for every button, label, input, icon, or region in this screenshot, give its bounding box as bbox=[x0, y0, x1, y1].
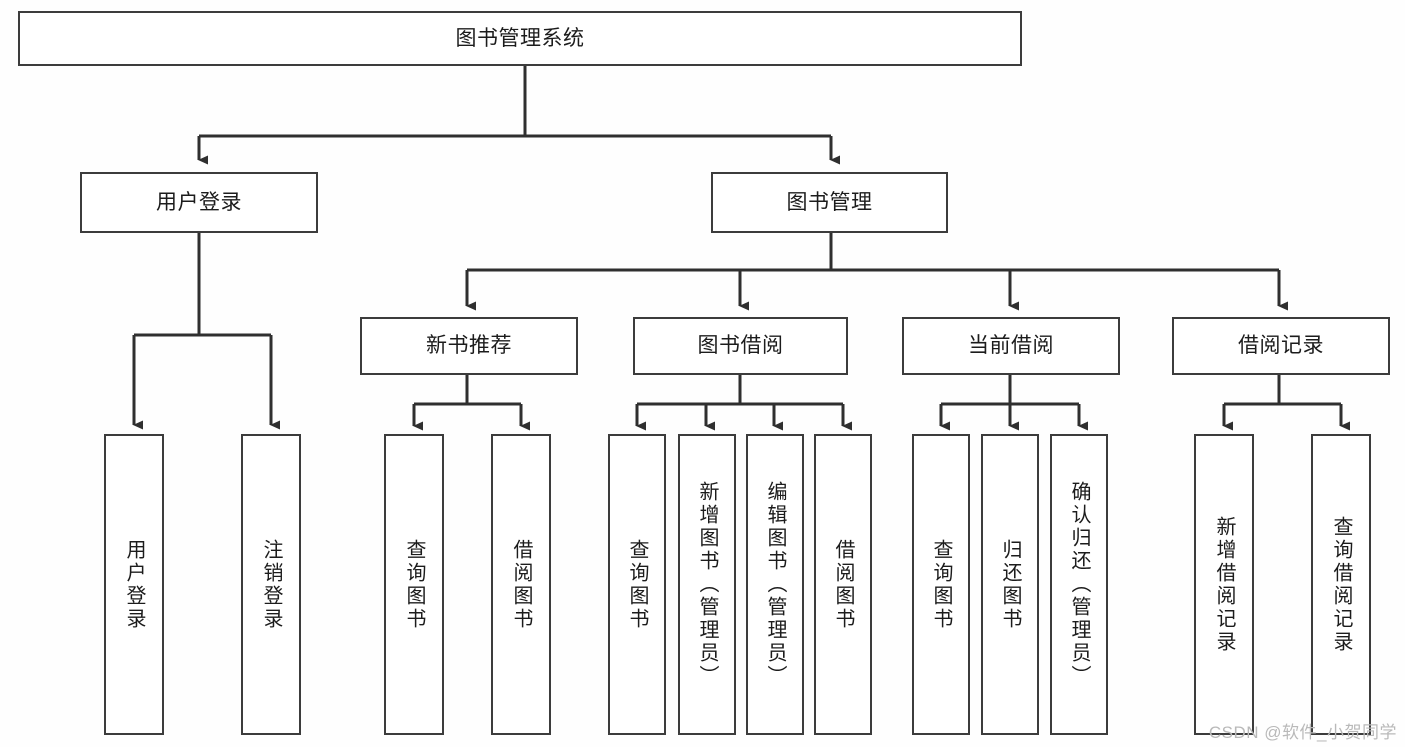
node-new-book-recommendation-label: 新书推荐 bbox=[426, 334, 512, 358]
node-leaf-edit-book-admin-label: 编辑图书（管理员） bbox=[764, 481, 786, 688]
node-root-label: 图书管理系统 bbox=[455, 26, 585, 50]
node-root-book-management-system[interactable]: 图书管理系统 bbox=[18, 11, 1022, 66]
node-leaf-user-login[interactable]: 用户登录 bbox=[104, 434, 164, 735]
node-leaf-add-borrow-record[interactable]: 新增借阅记录 bbox=[1194, 434, 1254, 735]
node-user-login-label: 用户登录 bbox=[156, 190, 242, 214]
node-leaf-borrow-books-borrow-label: 借阅图书 bbox=[832, 538, 854, 631]
node-leaf-logout-label: 注销登录 bbox=[260, 538, 282, 631]
node-leaf-borrow-books-newbook[interactable]: 借阅图书 bbox=[491, 434, 551, 735]
node-leaf-query-books-borrow-label: 查询图书 bbox=[626, 538, 648, 631]
node-borrowing-records[interactable]: 借阅记录 bbox=[1172, 317, 1390, 375]
node-leaf-add-borrow-record-label: 新增借阅记录 bbox=[1213, 515, 1235, 654]
node-leaf-query-books-newbook-label: 查询图书 bbox=[403, 538, 425, 631]
node-book-management-label: 图书管理 bbox=[786, 190, 873, 214]
node-leaf-add-book-admin-label: 新增图书（管理员） bbox=[696, 481, 718, 688]
node-leaf-add-book-admin[interactable]: 新增图书（管理员） bbox=[678, 434, 736, 735]
node-book-borrowing-label: 图书借阅 bbox=[697, 334, 784, 358]
node-leaf-return-books-label: 归还图书 bbox=[999, 538, 1021, 631]
node-book-borrowing[interactable]: 图书借阅 bbox=[633, 317, 848, 375]
node-leaf-query-books-newbook[interactable]: 查询图书 bbox=[384, 434, 444, 735]
node-leaf-query-books-borrow[interactable]: 查询图书 bbox=[608, 434, 666, 735]
watermark-text: CSDN @软件_小贺同学 bbox=[1208, 723, 1397, 742]
node-leaf-confirm-return-admin[interactable]: 确认归还（管理员） bbox=[1050, 434, 1108, 735]
node-leaf-query-books-current[interactable]: 查询图书 bbox=[912, 434, 970, 735]
node-leaf-logout[interactable]: 注销登录 bbox=[241, 434, 301, 735]
node-new-book-recommendation[interactable]: 新书推荐 bbox=[360, 317, 578, 375]
node-leaf-query-borrow-record[interactable]: 查询借阅记录 bbox=[1311, 434, 1371, 735]
node-leaf-borrow-books-newbook-label: 借阅图书 bbox=[510, 538, 532, 631]
node-leaf-edit-book-admin[interactable]: 编辑图书（管理员） bbox=[746, 434, 804, 735]
node-leaf-confirm-return-admin-label: 确认归还（管理员） bbox=[1068, 481, 1090, 688]
node-leaf-user-login-label: 用户登录 bbox=[123, 538, 145, 631]
node-leaf-query-borrow-record-label: 查询借阅记录 bbox=[1330, 515, 1352, 654]
node-current-borrowing[interactable]: 当前借阅 bbox=[902, 317, 1120, 375]
node-leaf-borrow-books-borrow[interactable]: 借阅图书 bbox=[814, 434, 872, 735]
node-leaf-query-books-current-label: 查询图书 bbox=[930, 538, 952, 631]
node-leaf-return-books[interactable]: 归还图书 bbox=[981, 434, 1039, 735]
node-user-login[interactable]: 用户登录 bbox=[80, 172, 318, 233]
node-borrowing-records-label: 借阅记录 bbox=[1238, 334, 1324, 358]
node-book-management[interactable]: 图书管理 bbox=[711, 172, 948, 233]
node-current-borrowing-label: 当前借阅 bbox=[968, 334, 1054, 358]
